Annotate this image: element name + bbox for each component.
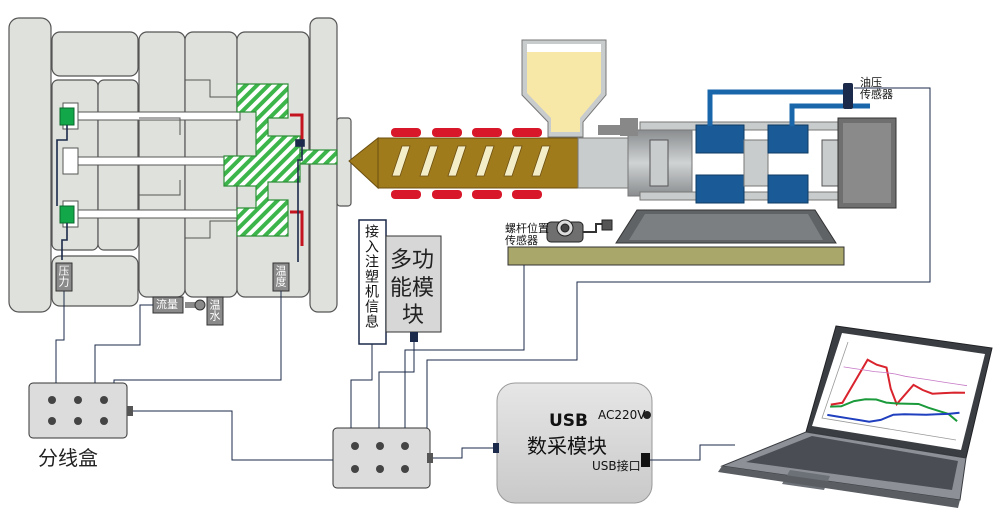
laptop-screen-chart [821, 341, 968, 441]
multifunction-module-label: 多功 能模 块 [390, 247, 434, 330]
laptop-chart-series-3 [827, 411, 960, 423]
temperature-tag-label: 温度 [274, 265, 287, 287]
screw-position-label-line2: 传感器 [505, 233, 538, 247]
usb-daq-module [493, 382, 653, 504]
oil-pressure-sensor [843, 83, 853, 109]
usb-port-label: USB接口 [592, 459, 641, 473]
water-temp-label: 温水 [208, 299, 221, 321]
multifunction-label-line3: 块 [402, 303, 425, 328]
oil-pressure-sensor-label: 油压 传感器 [860, 77, 893, 100]
laptop-chart-series-2 [830, 398, 958, 422]
machine-info-label: 接入注塑机信息 [363, 224, 379, 329]
multifunction-label-line1: 多功 [390, 248, 435, 273]
pressure-sensors [59, 107, 75, 224]
mold-wiring [56, 125, 305, 262]
usb-module-title: USB [549, 411, 589, 431]
screw-position-sensor [546, 219, 613, 243]
mold-plate-outlines [139, 79, 237, 239]
temperature-sensors [290, 113, 304, 246]
screw-position-sensor-label: 螺杆位置 传感器 [505, 223, 549, 246]
junction-box-label: 分线盒 [38, 446, 98, 470]
hydraulic-cylinders [695, 124, 809, 204]
heater-bands [391, 128, 542, 199]
hopper [521, 39, 607, 138]
signal-wires [55, 87, 931, 461]
screw-position-label-line1: 螺杆位置 [505, 222, 549, 235]
usb-module-subtitle: 数采模块 [527, 434, 607, 458]
oil-pressure-label-line2: 传感器 [860, 87, 893, 101]
multifunction-module-box [385, 235, 442, 342]
mold-cavity [223, 83, 338, 237]
flow-meter-label: 流量 [156, 298, 178, 311]
junction-box-left [28, 382, 133, 439]
machine-base [507, 209, 845, 266]
oil-pressure-label-line1: 油压 [860, 76, 882, 89]
laptop [718, 325, 993, 508]
pressure-tag-label: 压力 [57, 265, 70, 287]
laptop-chart-series-4 [843, 366, 968, 387]
ac-power-label: AC220V [598, 408, 646, 422]
laptop-chart-axes [821, 341, 957, 441]
junction-box-right [332, 427, 433, 489]
injection-barrel [348, 129, 693, 197]
water-temp-sensor [185, 296, 224, 326]
machine-info-box [358, 219, 387, 345]
multifunction-label-line2: 能模 [390, 275, 435, 301]
